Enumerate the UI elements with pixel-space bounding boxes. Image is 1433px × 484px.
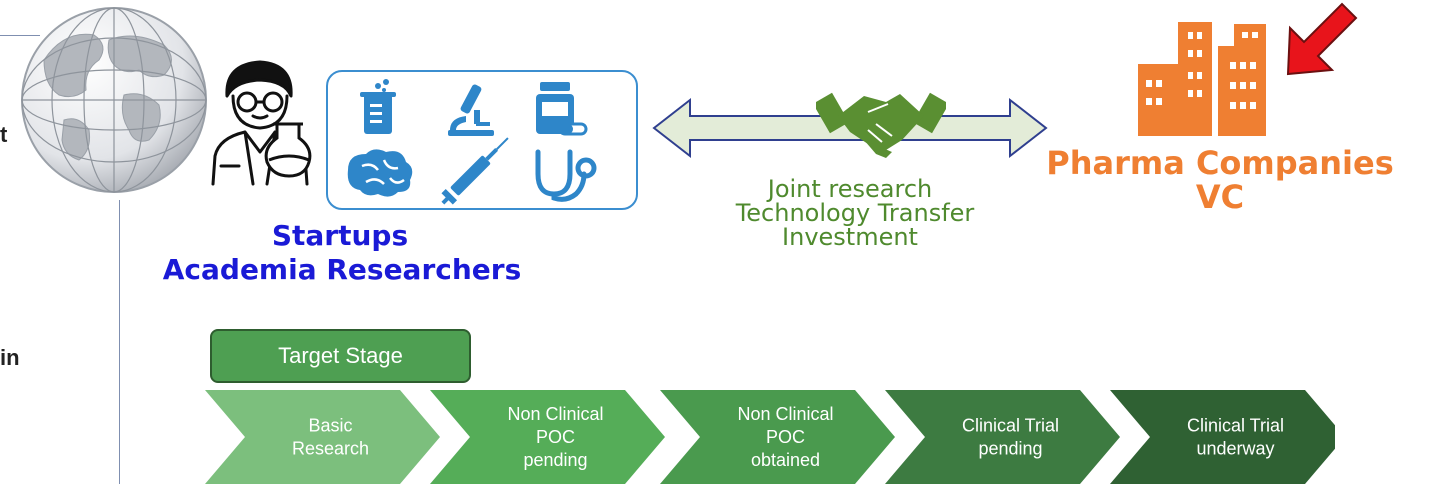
stage-label-line: obtained — [751, 450, 820, 470]
brain-icon — [347, 149, 413, 197]
stage-label-line: Basic — [308, 416, 352, 436]
scientist-icon — [211, 60, 312, 186]
collab-line-2: Technology Transfer — [735, 199, 975, 227]
divider-line — [0, 35, 40, 36]
stage-shape — [660, 390, 895, 484]
stage-label-line: pending — [523, 450, 587, 470]
stage-label-line: pending — [978, 439, 1042, 459]
syringe-icon — [441, 137, 509, 205]
vertical-divider — [119, 200, 120, 484]
stage-label-line: POC — [536, 427, 575, 447]
microscope-icon — [448, 84, 494, 136]
stage-chevron-4: Clinical Trial pending — [885, 390, 1120, 484]
research-icons-group — [347, 79, 597, 205]
vc-label: VC — [1195, 178, 1245, 216]
target-stage-box: Target Stage — [210, 329, 471, 383]
collab-line-3: Investment — [782, 223, 918, 251]
stage-label-line: underway — [1196, 439, 1274, 459]
academia-label: Academia Researchers — [162, 253, 522, 286]
stage-shape — [430, 390, 665, 484]
red-arrow-icon — [1286, 2, 1358, 76]
collab-line-1: Joint research — [767, 175, 933, 203]
stage-label-line: POC — [766, 427, 805, 447]
beaker-icon — [360, 79, 396, 134]
stage-label-line: Clinical Trial — [962, 416, 1059, 436]
stethoscope-icon — [535, 149, 597, 202]
buildings-icon — [1138, 22, 1266, 136]
stage-chevron-5: Clinical Trial underway — [1110, 390, 1335, 484]
stage-shape — [885, 390, 1120, 484]
globe-icon — [21, 7, 207, 193]
startups-label: Startups — [271, 219, 409, 252]
stage-label-line: Clinical Trial — [1187, 416, 1284, 436]
stage-label-line: Non Clinical — [507, 404, 603, 424]
research-fields-box — [326, 70, 638, 210]
stage-shape — [205, 390, 440, 484]
stage-shape — [1110, 390, 1335, 484]
handshake-icon — [816, 92, 946, 158]
pharma-label: Pharma Companies — [1046, 144, 1394, 182]
clipped-text-bottom: in — [0, 345, 20, 370]
stage-label-line: Non Clinical — [737, 404, 833, 424]
medicine-bottle-icon — [536, 82, 588, 136]
stage-label-line: Research — [292, 439, 369, 459]
clipped-text-top: t — [0, 122, 8, 147]
